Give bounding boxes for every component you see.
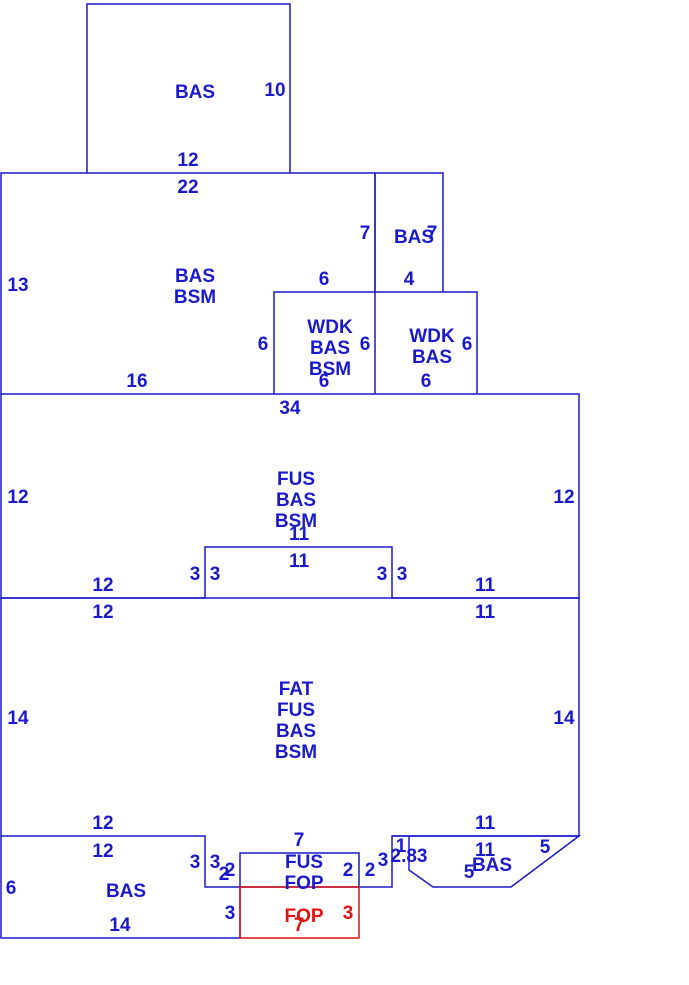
dim-label: 13 <box>7 275 28 296</box>
dim-label: 12 <box>92 813 113 834</box>
area-label-line: BAS <box>412 347 452 368</box>
area-label-line: FOP <box>284 906 323 927</box>
area-label-line: BSM <box>174 287 216 308</box>
dim-label: 3 <box>397 564 408 585</box>
dim-label: 3 <box>190 852 201 873</box>
area-label-line: WDK <box>409 326 455 347</box>
area-label-line: FAT <box>279 679 314 700</box>
dim-label: 6 <box>319 371 330 392</box>
dim-label: 6 <box>319 269 330 290</box>
dim-label: 16 <box>126 371 147 392</box>
dim-label: 6 <box>462 334 473 355</box>
dim-label: 12 <box>92 841 113 862</box>
area-label-line: FOP <box>284 873 323 894</box>
area-label-line: BSM <box>275 742 317 763</box>
dim-label: 34 <box>279 398 301 419</box>
area-label-small-bas: BAS <box>394 227 434 248</box>
dim-label: 2 <box>365 860 376 881</box>
dim-label: 3 <box>210 564 221 585</box>
dim-label: 7 <box>360 223 371 244</box>
area-label-line: BAS <box>472 855 512 876</box>
dim-label: 7 <box>294 830 305 851</box>
dim-label: 4 <box>404 269 415 290</box>
dim-label: 12 <box>92 575 113 596</box>
area-label-line: FUS <box>277 700 315 721</box>
dim-label: 6 <box>421 371 432 392</box>
top-bas-outline <box>86 3 291 173</box>
area-label-bot-right: BAS <box>472 855 512 876</box>
dim-label: 12 <box>92 602 113 623</box>
dim-label: 3 <box>190 564 201 585</box>
bot-right-outline <box>392 835 582 888</box>
dim-label: 7 <box>294 915 305 936</box>
dim-label: 3 <box>377 564 388 585</box>
dim-label: 6 <box>258 334 269 355</box>
area-label-line: BAS <box>394 227 434 248</box>
dimension-labels: 10 12 22 13 7 6 16 7 4 6 6 6 6 6 34 12 1… <box>6 80 575 936</box>
dim-label: 2 <box>225 860 236 881</box>
area-label-line: BAS <box>175 82 215 103</box>
area-label-line: BSM <box>309 359 351 380</box>
dim-label: 7 <box>427 223 438 244</box>
area-label-line: FUS <box>285 852 323 873</box>
dim-label: 3 <box>210 852 221 873</box>
dim-label: 2.83 <box>391 846 428 867</box>
dim-label: 3 <box>378 850 389 871</box>
area-label-line: BAS <box>106 881 146 902</box>
dim-label: 1 <box>396 836 407 857</box>
dim-label: 14 <box>553 708 575 729</box>
dim-label: 12 <box>553 487 574 508</box>
dim-label: 11 <box>289 524 310 545</box>
area-label-line: BAS <box>276 490 316 511</box>
dim-label: 5 <box>464 862 475 883</box>
dim-label: 2 <box>219 864 230 885</box>
dim-label: 11 <box>475 575 496 596</box>
area-label-fop: FOP <box>284 906 323 927</box>
dim-label: 11 <box>289 551 310 572</box>
dim-label: 12 <box>7 487 28 508</box>
area-label-bot-left: BAS <box>106 881 146 902</box>
area-label-line: BAS <box>276 721 316 742</box>
area-label-line: BAS <box>310 338 350 359</box>
dim-label: 14 <box>109 915 131 936</box>
dim-label: 2 <box>343 860 354 881</box>
dim-label: 3 <box>343 903 354 924</box>
dim-label: 12 <box>177 150 198 171</box>
fop-outline <box>239 886 360 939</box>
outlines <box>0 3 582 939</box>
dim-label: 11 <box>475 813 496 834</box>
wdk-right-outline <box>375 291 478 394</box>
area-label-line: BAS <box>175 266 215 287</box>
area-label-line: BSM <box>275 511 317 532</box>
dim-label: 10 <box>264 80 285 101</box>
dim-label: 11 <box>475 840 496 861</box>
area-label-top-bas: BAS <box>175 82 215 103</box>
dim-label: 11 <box>475 602 496 623</box>
wdk-left-outline <box>273 291 376 394</box>
dim-label: 5 <box>540 837 551 858</box>
dim-label: 14 <box>7 708 29 729</box>
area-label-line: FUS <box>277 469 315 490</box>
dim-label: 22 <box>177 177 198 198</box>
area-label-line: WDK <box>307 317 353 338</box>
small-bas-outline <box>374 172 444 292</box>
dim-label: 3 <box>225 903 236 924</box>
dim-label: 6 <box>360 334 371 355</box>
dim-label: 6 <box>6 878 17 899</box>
